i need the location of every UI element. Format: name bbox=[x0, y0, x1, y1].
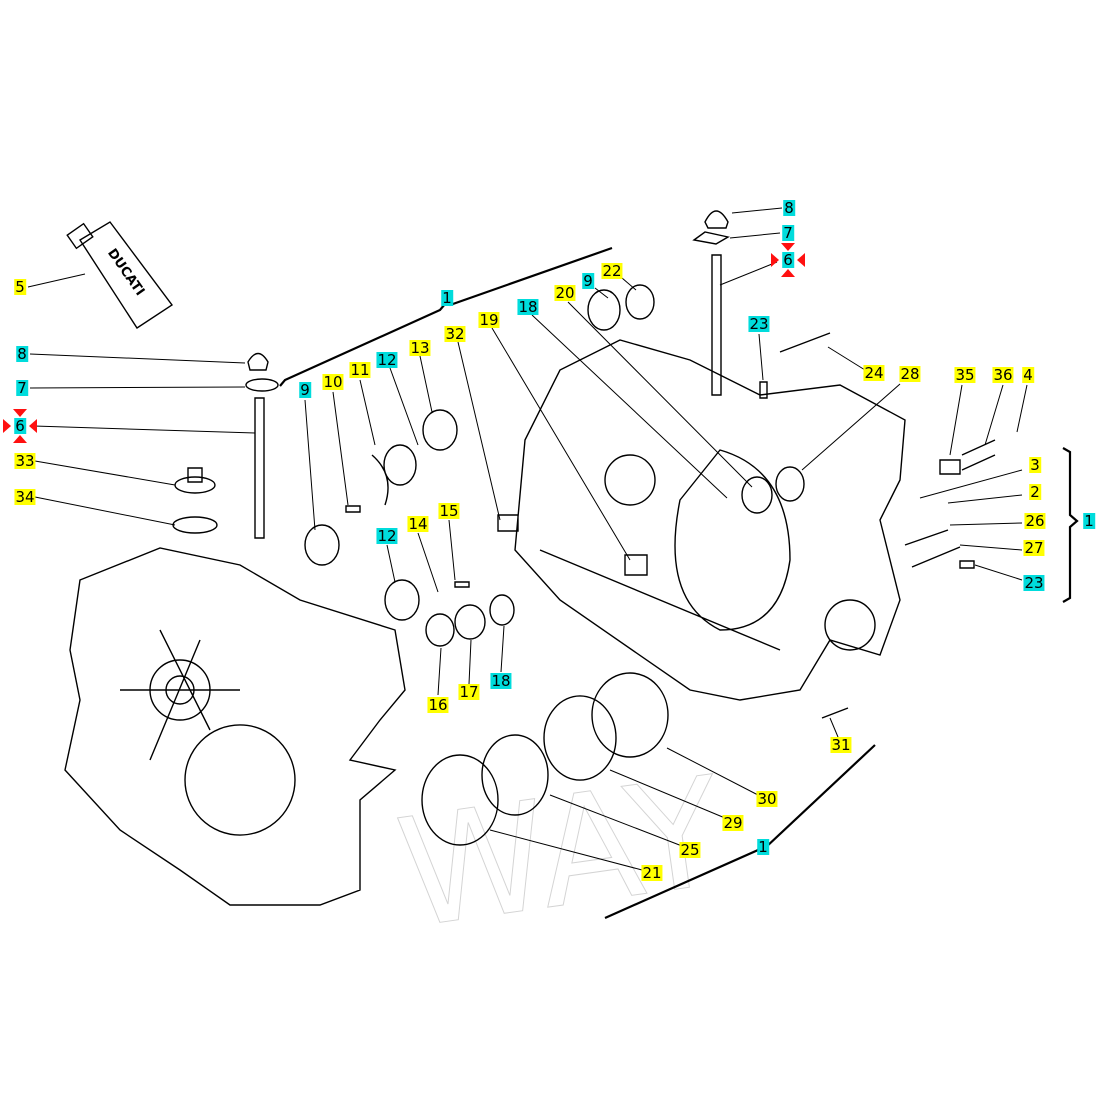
callout-23[interactable]: 23 bbox=[748, 315, 770, 333]
main-bearings bbox=[421, 672, 669, 846]
bearings-and-seals bbox=[304, 284, 996, 719]
highlight-marker-icon bbox=[771, 243, 805, 277]
callout-35[interactable]: 35 bbox=[954, 366, 976, 384]
highlight-marker-icon bbox=[3, 409, 37, 443]
callout-24[interactable]: 24 bbox=[863, 364, 885, 382]
callout-14[interactable]: 14 bbox=[407, 515, 429, 533]
callout-30[interactable]: 30 bbox=[756, 790, 778, 808]
marker-triangle-icon bbox=[3, 419, 11, 433]
callout-23[interactable]: 23 bbox=[1023, 574, 1045, 592]
callout-7[interactable]: 7 bbox=[782, 224, 794, 242]
callout-36[interactable]: 36 bbox=[992, 366, 1014, 384]
callout-8[interactable]: 8 bbox=[16, 345, 28, 363]
callout-33[interactable]: 33 bbox=[14, 452, 36, 470]
callout-28[interactable]: 28 bbox=[899, 365, 921, 383]
tube-brand-text: DUCATI bbox=[104, 246, 147, 299]
left-stud-assembly bbox=[172, 352, 279, 539]
marker-triangle-icon bbox=[13, 435, 27, 443]
sealant-tube: DUCATI bbox=[66, 221, 174, 329]
callout-10[interactable]: 10 bbox=[322, 373, 344, 391]
callout-16[interactable]: 16 bbox=[427, 696, 449, 714]
right-crankcase-half bbox=[497, 339, 906, 701]
marker-triangle-icon bbox=[781, 269, 795, 277]
callout-4[interactable]: 4 bbox=[1022, 366, 1034, 384]
callout-27[interactable]: 27 bbox=[1023, 539, 1045, 557]
callout-18[interactable]: 18 bbox=[517, 298, 539, 316]
callout-13[interactable]: 13 bbox=[409, 339, 431, 357]
callout-25[interactable]: 25 bbox=[679, 841, 701, 859]
callout-2[interactable]: 2 bbox=[1029, 483, 1041, 501]
callout-26[interactable]: 26 bbox=[1024, 512, 1046, 530]
callout-1[interactable]: 1 bbox=[441, 289, 453, 307]
callout-32[interactable]: 32 bbox=[444, 325, 466, 343]
callout-6[interactable]: 6 bbox=[14, 417, 26, 435]
callout-29[interactable]: 29 bbox=[722, 814, 744, 832]
callout-31[interactable]: 31 bbox=[830, 736, 852, 754]
callout-1[interactable]: 1 bbox=[1083, 512, 1095, 530]
callout-19[interactable]: 19 bbox=[478, 311, 500, 329]
right-stud-assembly bbox=[692, 210, 831, 399]
callout-9[interactable]: 9 bbox=[582, 272, 594, 290]
callout-21[interactable]: 21 bbox=[641, 864, 663, 882]
callout-20[interactable]: 20 bbox=[554, 284, 576, 302]
marker-triangle-icon bbox=[13, 409, 27, 417]
callout-11[interactable]: 11 bbox=[349, 361, 371, 379]
callout-12[interactable]: 12 bbox=[376, 527, 398, 545]
callout-18[interactable]: 18 bbox=[490, 672, 512, 690]
callout-12[interactable]: 12 bbox=[376, 351, 398, 369]
callout-22[interactable]: 22 bbox=[601, 262, 623, 280]
marker-triangle-icon bbox=[781, 243, 795, 251]
callout-3[interactable]: 3 bbox=[1029, 456, 1041, 474]
left-crankcase-half bbox=[64, 547, 406, 906]
callout-6[interactable]: 6 bbox=[782, 251, 794, 269]
callout-7[interactable]: 7 bbox=[16, 379, 28, 397]
callout-9[interactable]: 9 bbox=[299, 381, 311, 399]
callout-1[interactable]: 1 bbox=[757, 838, 769, 856]
marker-triangle-icon bbox=[771, 253, 779, 267]
callout-5[interactable]: 5 bbox=[14, 278, 26, 296]
callout-15[interactable]: 15 bbox=[438, 502, 460, 520]
marker-triangle-icon bbox=[29, 419, 37, 433]
callout-8[interactable]: 8 bbox=[783, 199, 795, 217]
marker-triangle-icon bbox=[797, 253, 805, 267]
callout-34[interactable]: 34 bbox=[14, 488, 36, 506]
leader-lines bbox=[27, 207, 1028, 871]
callout-17[interactable]: 17 bbox=[458, 683, 480, 701]
